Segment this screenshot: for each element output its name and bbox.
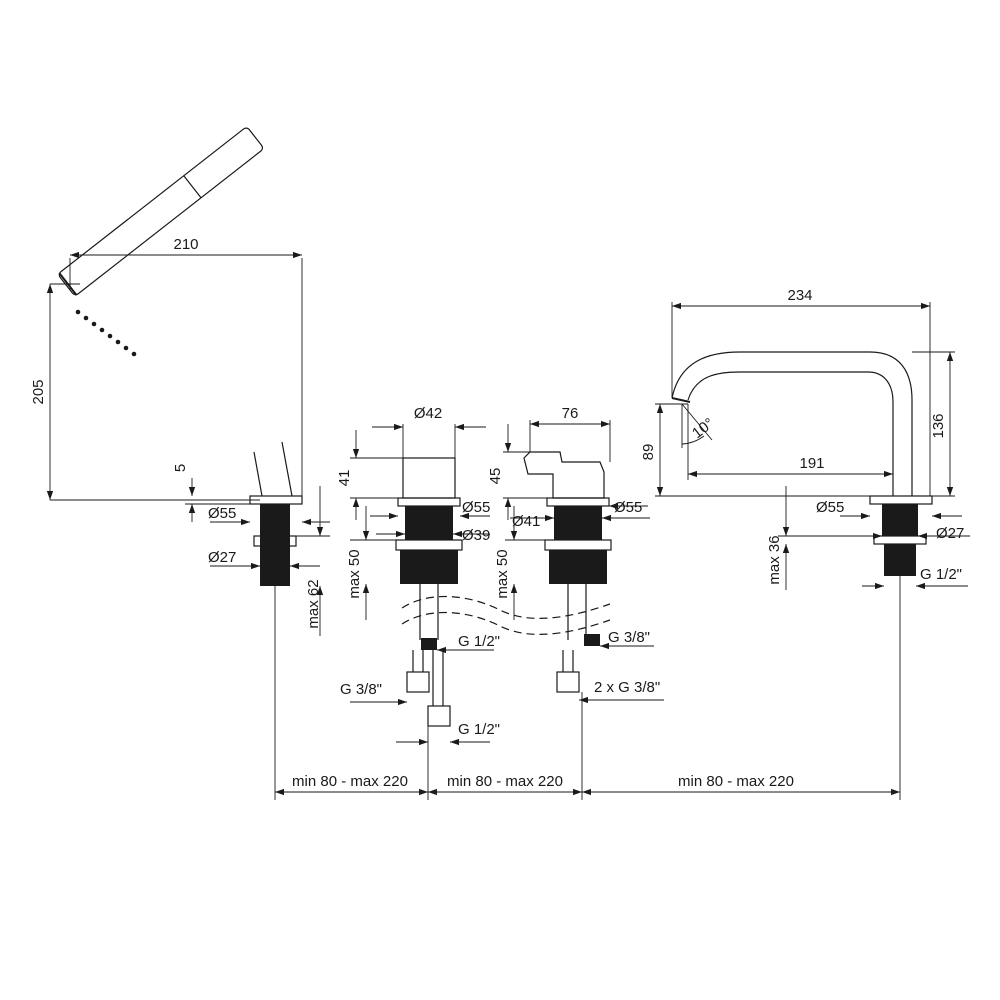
bath-spout (671, 351, 933, 576)
break-line-bottom (401, 611, 611, 635)
valve-left-rosette-label: Ø55 (462, 499, 490, 516)
spout-rosette-label: Ø55 (816, 499, 844, 516)
valve-right-thread-len-label: max 50 (494, 549, 511, 598)
shower-width-label: 210 (173, 236, 198, 253)
shower-nozzles (75, 309, 137, 357)
valve-left-body-label: Ø39 (462, 527, 490, 544)
valve-left (395, 457, 463, 727)
shower-thread-d-label: Ø27 (208, 549, 236, 566)
spout-thread-len-label: max 36 (766, 535, 783, 584)
valve-left-conn-bottom-label: G 1/2" (458, 721, 500, 738)
spout-reach-label: 191 (799, 455, 824, 472)
valve-right-rosette-label: Ø55 (614, 499, 642, 516)
shower-height-label: 205 (30, 379, 47, 404)
valve-right-lever-w-label: 76 (562, 405, 579, 422)
shower-thread-len-label: max 62 (305, 579, 322, 628)
shower-rosette-label: Ø55 (208, 505, 236, 522)
valve-right (523, 451, 612, 693)
spout-height-label: 136 (930, 413, 947, 438)
valve-right-body-label: Ø41 (512, 513, 540, 530)
valve-left-knob-d-label: Ø42 (414, 405, 442, 422)
valve-left-thread-len-label: max 50 (346, 549, 363, 598)
break-line-top (401, 595, 611, 619)
spacing-right-label: min 80 - max 220 (678, 773, 794, 790)
dimensions (46, 251, 970, 800)
spout-outlet-h-label: 89 (640, 444, 657, 461)
shower-gap-label: 5 (172, 464, 189, 472)
valve-left-knob-h-label: 41 (336, 470, 353, 487)
hand-shower (58, 127, 303, 586)
spout-thread-d-label: Ø27 (936, 525, 964, 542)
spout-angle-label: 10° (689, 415, 717, 442)
valve-right-lever-h-label: 45 (487, 468, 504, 485)
spacing-middle-label: min 80 - max 220 (447, 773, 563, 790)
spout-conn-label: G 1/2" (920, 566, 962, 583)
spacing-left-label: min 80 - max 220 (292, 773, 408, 790)
valve-left-conn-top-label: G 1/2" (458, 633, 500, 650)
spout-width-label: 234 (787, 287, 812, 304)
dimension-labels: 210 205 5 Ø55 Ø27 max 62 Ø42 41 Ø55 Ø39 … (30, 236, 964, 790)
valve-right-conn-top-label: G 3/8" (608, 629, 650, 646)
valve-left-conn-side-label: G 3/8" (340, 681, 382, 698)
valve-right-conn-bottom-label: 2 x G 3/8" (594, 679, 660, 696)
